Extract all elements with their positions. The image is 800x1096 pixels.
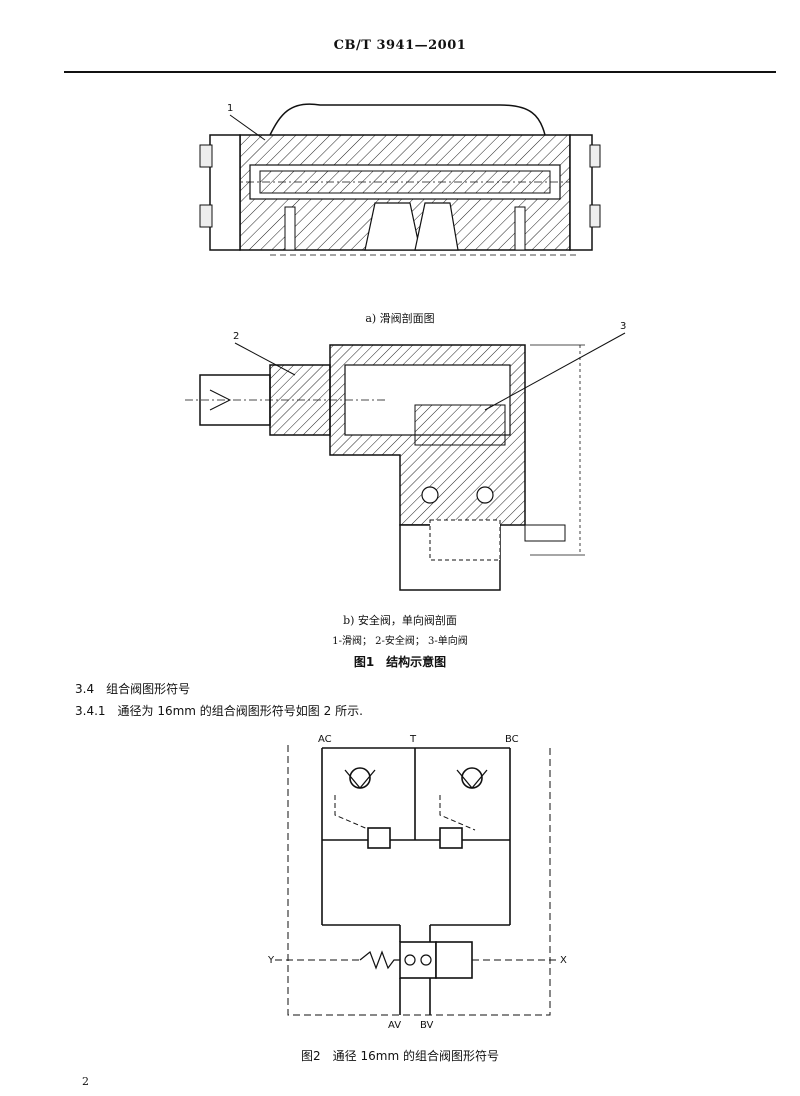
port-av-label: AV — [388, 1020, 401, 1031]
callout-2: 2 — [233, 331, 239, 342]
figure1a-slide-valve-drawing: 1 — [199, 103, 601, 256]
figure2-title: 图2 通径 16mm 的组合阀图形符号 — [301, 1049, 499, 1063]
port-bv-label: BV — [420, 1020, 434, 1031]
figure1a-caption: a) 滑阀剖面图 — [365, 312, 435, 325]
figure2-valve-symbol: AC T BC Y X AV BV — [267, 734, 567, 1031]
port-ac-label: AC — [318, 734, 332, 745]
callout-3: 3 — [620, 321, 626, 332]
port-y-label: Y — [267, 955, 275, 966]
figure1-legend: 1-滑阀； 2-安全阀； 3-单向阀 — [332, 636, 468, 647]
figure1b-safety-check-valve-drawing: 2 3 — [185, 321, 626, 591]
standard-code: CB/T 3941—2001 — [333, 38, 467, 53]
figure1-title: 图1 结构示意图 — [353, 655, 447, 669]
section-paragraph: 3.4.1 通径为 16mm 的组合阀图形符号如图 2 所示. — [75, 704, 363, 718]
section-heading: 3.4 组合阀图形符号 — [75, 682, 191, 696]
figure1b-caption: b) 安全阀，单向阀剖面 — [343, 614, 457, 627]
valve-top-profile — [269, 103, 546, 136]
callout-1: 1 — [227, 103, 233, 114]
header-rule — [64, 71, 776, 73]
page-number: 2 — [82, 1075, 89, 1088]
port-x-label: X — [560, 955, 567, 966]
port-bc-label: BC — [505, 734, 519, 745]
port-t-label: T — [409, 734, 417, 745]
